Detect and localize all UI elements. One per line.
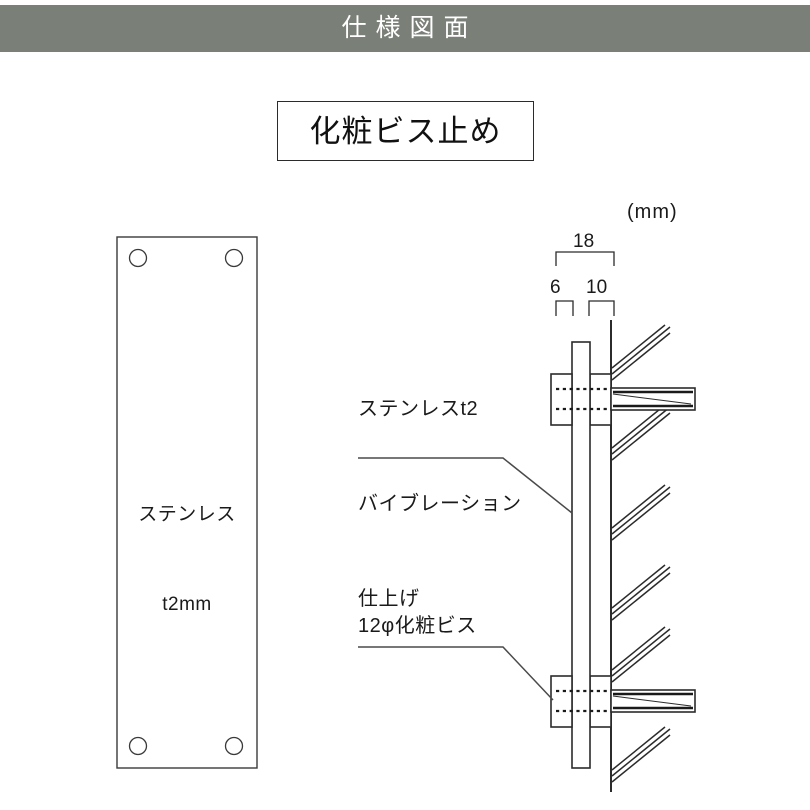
front-view-hole-top-left <box>128 248 148 268</box>
front-view-material-line1: ステンレス <box>138 503 236 525</box>
side-view-spacers <box>589 373 612 728</box>
screw-note: 12φ化粧ビス <box>358 615 477 637</box>
leader-line-finish-note <box>358 457 573 514</box>
drawing-title-box: 化粧ビス止め <box>277 101 534 161</box>
screw-head-lower <box>550 675 573 728</box>
side-view-plate <box>571 341 591 769</box>
dimension-label-right: 10 <box>586 277 608 298</box>
front-view-material-note: ステンレス t2mm <box>111 448 263 646</box>
finish-note-line2: バイブレーション <box>358 492 522 515</box>
finish-note-line3: 仕上げ <box>358 588 420 611</box>
spacer-upper <box>589 373 612 426</box>
page-title: 仕様図面 <box>341 14 478 42</box>
dimension-bracket-right <box>588 300 615 316</box>
leader-line-screw-note <box>358 646 554 701</box>
wall-hatching <box>611 324 671 783</box>
front-view-plate <box>116 236 258 769</box>
finish-note: ステンレスt2 バイブレーション 仕上げ <box>358 338 522 642</box>
dimension-label-left: 6 <box>550 277 561 298</box>
front-view-hole-bottom-right <box>224 736 244 756</box>
front-view-hole-top-right <box>224 248 244 268</box>
screw-assembly-upper <box>550 373 696 426</box>
drawing-title-label: 化粧ビス止め <box>309 113 502 149</box>
unit-label: (mm) <box>627 201 678 223</box>
front-view-material-line2: t2mm <box>162 593 212 615</box>
dimension-bracket-left <box>555 300 574 316</box>
dimension-bracket-total <box>555 251 615 266</box>
screw-head-upper <box>550 373 573 426</box>
spacer-lower <box>589 675 612 728</box>
header-bar: 仕様図面 <box>0 5 810 52</box>
dimension-label-total: 18 <box>573 231 595 252</box>
screw-assembly-lower <box>550 675 696 728</box>
front-view-hole-bottom-left <box>128 736 148 756</box>
finish-note-line1: ステンレスt2 <box>358 397 479 420</box>
